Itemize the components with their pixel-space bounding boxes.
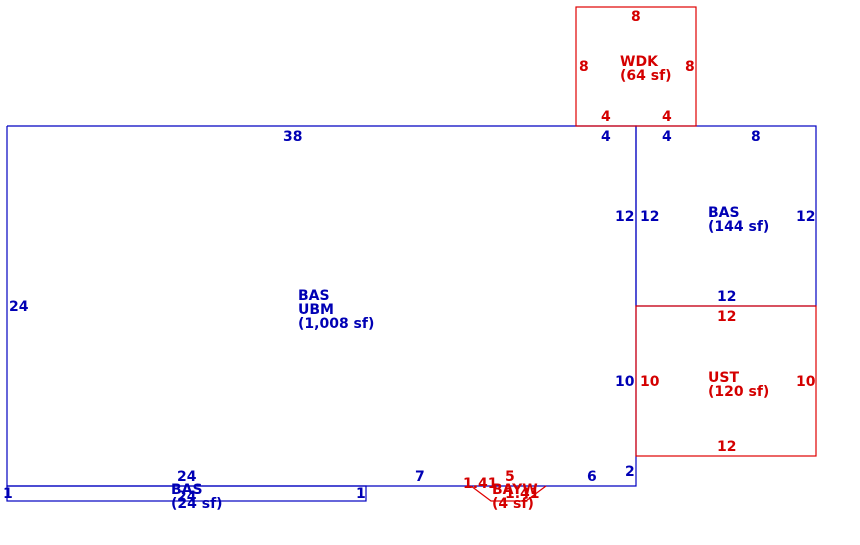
main-area-size: (1,008 sf) (298, 316, 374, 332)
bayw-size: (4 sf) (492, 496, 534, 512)
dim-wdk-right: 8 (685, 59, 695, 75)
dim-bayw-top: 5 (505, 469, 515, 485)
dim-wdk-bottom-right: 4 (662, 109, 672, 125)
ust-outline (635, 305, 817, 457)
dim-bas-small-left: 1 (3, 486, 13, 502)
dim-wdk-left: 8 (579, 59, 589, 75)
main-area-outline (6, 125, 637, 487)
wdk-outline (575, 6, 697, 127)
ust-size: (120 sf) (708, 384, 769, 400)
wdk-code: WDK (620, 54, 659, 70)
dim-bas-right-top: 8 (751, 129, 761, 145)
dim-bas-right-left: 12 (640, 209, 659, 225)
dim-main-right-upper: 12 (615, 209, 634, 225)
dim-main-bottom-mid: 7 (415, 469, 425, 485)
wdk-size: (64 sf) (620, 68, 672, 84)
dim-main-top-right: 4 (601, 129, 611, 145)
dim-bas-right-top-left: 4 (662, 129, 672, 145)
dim-wdk-top: 8 (631, 9, 641, 25)
dim-bas-small-right: 1 (356, 486, 366, 502)
dim-wdk-bottom-left: 4 (601, 109, 611, 125)
dim-bas-small-bottom: 24 (177, 489, 197, 505)
main-area-code: BAS (298, 288, 330, 304)
dim-ust-bottom: 12 (717, 439, 736, 455)
dim-bas-right-bottom: 12 (717, 289, 736, 305)
bas-small-size: (24 sf) (171, 496, 223, 512)
ust-code: UST (708, 370, 739, 386)
dim-ust-left: 10 (640, 374, 660, 390)
dim-ust-top: 12 (717, 309, 736, 325)
bas-right-code: BAS (708, 205, 740, 221)
dim-main-right-bottom: 2 (625, 464, 635, 480)
dim-bas-small-top: 24 (177, 469, 197, 485)
dim-main-left: 24 (9, 299, 29, 315)
main-area-code2: UBM (298, 302, 334, 318)
bayw-code: BAYW (492, 482, 538, 498)
dim-main-right-lower: 10 (615, 374, 635, 390)
dim-bayw-inner: 1.41 (505, 486, 540, 502)
dim-bas-right-right: 12 (796, 209, 815, 225)
bas-small-code: BAS (171, 482, 203, 498)
bas-right-size: (144 sf) (708, 219, 769, 235)
dim-main-top: 38 (283, 129, 302, 145)
dim-bayw-left: 1.41 (463, 476, 498, 492)
bas-small-outline (6, 485, 367, 502)
bayw-outline (470, 485, 547, 502)
dim-main-bottom-right: 6 (587, 469, 597, 485)
dim-ust-right: 10 (796, 374, 816, 390)
